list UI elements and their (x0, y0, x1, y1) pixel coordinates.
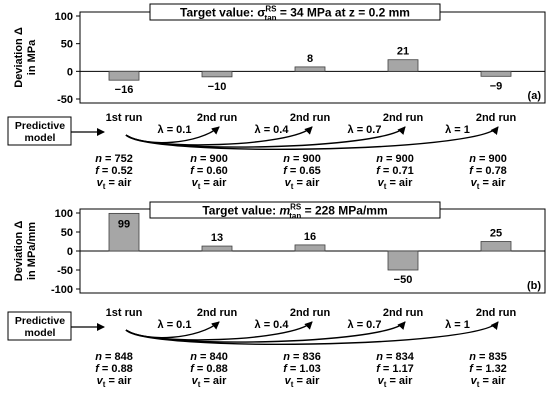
y-tick-label: -50 (57, 265, 73, 277)
bar-value-label: −10 (208, 81, 227, 93)
run-label: 2nd run (383, 112, 424, 124)
param-n: n = 848 (95, 351, 133, 363)
param-f: f = 1.32 (469, 363, 507, 375)
predictive-model-label-2: model (25, 327, 56, 339)
title-box (149, 3, 441, 21)
lambda-label: λ = 0.1 (158, 319, 192, 331)
y-axis-label-unit: in MPa (26, 39, 38, 75)
arrow-run-iteration (125, 321, 499, 345)
param-v: vt = air (471, 177, 507, 191)
panel-label: (b) (527, 280, 541, 292)
lambda-label: λ = 0.7 (348, 124, 382, 136)
lambda-label: λ = 0.1 (158, 124, 192, 136)
predictive-model-box (7, 116, 72, 146)
param-n: n = 752 (95, 153, 133, 165)
param-v: vt = air (285, 177, 321, 191)
bar-value-label: 21 (397, 46, 409, 58)
y-tick-label: 50 (61, 39, 73, 51)
bar (108, 212, 140, 252)
predictive-model-box (7, 311, 72, 341)
param-f: f = 0.65 (283, 165, 321, 177)
param-f: f = 0.52 (95, 165, 133, 177)
lambda-label: λ = 1 (445, 319, 470, 331)
param-f: f = 0.60 (190, 165, 228, 177)
param-v: vt = air (285, 375, 321, 389)
bar (201, 70, 233, 78)
run-label: 2nd run (476, 112, 517, 124)
bar (387, 59, 419, 72)
title-box (149, 201, 441, 219)
param-v: vt = air (97, 375, 133, 389)
y-tick-label: 0 (67, 66, 73, 78)
predictive-model-label: Predictive (15, 120, 65, 132)
param-f: f = 0.78 (469, 165, 507, 177)
panel-label: (a) (528, 90, 542, 102)
y-tick-label: 100 (55, 208, 73, 220)
predictive-model-label-2: model (25, 132, 56, 144)
bar-value-label: −9 (490, 80, 503, 92)
bar (201, 245, 233, 252)
param-f: f = 1.17 (376, 363, 414, 375)
param-v: vt = air (471, 375, 507, 389)
run-label: 1st run (106, 112, 143, 124)
y-tick-label: -100 (51, 284, 73, 296)
param-n: n = 835 (469, 351, 507, 363)
predictive-model-label: Predictive (15, 315, 65, 327)
y-tick-label: 0 (67, 246, 73, 258)
param-f: f = 0.88 (95, 363, 133, 375)
param-n: n = 900 (283, 153, 321, 165)
param-n: n = 900 (469, 153, 507, 165)
param-v: vt = air (97, 177, 133, 191)
bar (294, 244, 326, 252)
run-label: 1st run (106, 307, 143, 319)
param-v: vt = air (192, 177, 228, 191)
param-f: f = 1.03 (283, 363, 321, 375)
bar-value-label: −50 (394, 274, 413, 286)
bar-value-label: 16 (304, 231, 316, 243)
bar (480, 70, 512, 77)
bar (294, 66, 326, 72)
param-n: n = 900 (190, 153, 228, 165)
param-v: vt = air (192, 375, 228, 389)
arrow-run-iteration (125, 126, 499, 150)
bar-value-label: 13 (211, 232, 223, 244)
run-label: 2nd run (290, 307, 331, 319)
param-n: n = 834 (376, 351, 415, 363)
bar-value-label: 99 (118, 218, 130, 230)
param-n: n = 836 (283, 351, 321, 363)
run-label: 2nd run (476, 307, 517, 319)
param-v: vt = air (378, 375, 414, 389)
param-n: n = 900 (376, 153, 414, 165)
param-n: n = 840 (190, 351, 228, 363)
y-tick-label: -50 (57, 94, 73, 106)
run-label: 2nd run (197, 307, 238, 319)
run-label: 2nd run (197, 112, 238, 124)
param-v: vt = air (378, 177, 414, 191)
param-f: f = 0.71 (376, 165, 414, 177)
lambda-label: λ = 1 (445, 124, 470, 136)
y-axis-label: Deviation Δ (13, 27, 25, 88)
param-f: f = 0.88 (190, 363, 228, 375)
run-label: 2nd run (290, 112, 331, 124)
bar-value-label: −16 (115, 84, 134, 96)
bar (387, 250, 419, 271)
bar (108, 70, 140, 81)
run-label: 2nd run (383, 307, 424, 319)
bar-value-label: 25 (490, 228, 502, 240)
y-axis-label-unit: in MPa/mm (26, 222, 38, 280)
lambda-label: λ = 0.7 (348, 319, 382, 331)
lambda-label: λ = 0.4 (255, 319, 290, 331)
bar-value-label: 8 (307, 53, 313, 65)
y-axis-label: Deviation Δ (13, 221, 25, 282)
lambda-label: λ = 0.4 (255, 124, 290, 136)
y-tick-label: 50 (61, 227, 73, 239)
bar (480, 241, 512, 252)
y-tick-label: 100 (55, 11, 73, 23)
